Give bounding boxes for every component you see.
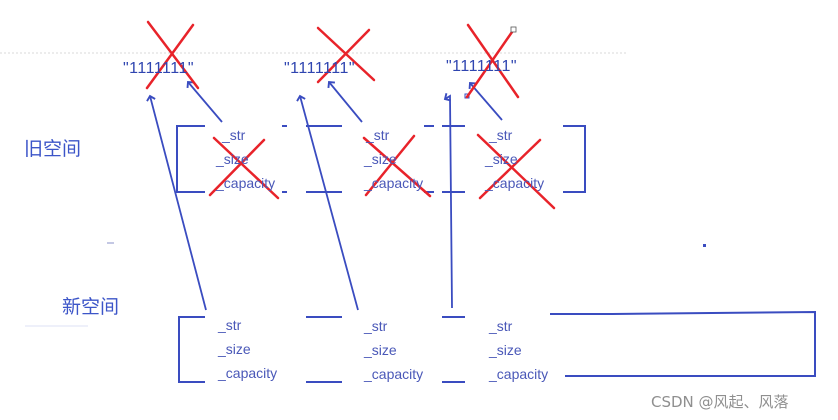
old-str-arrow-2 xyxy=(327,80,363,123)
new-member-str-2: _str xyxy=(364,318,388,334)
old-member-str-1: _str xyxy=(222,127,246,143)
cross-string-3 xyxy=(465,23,520,99)
new-space-brackets xyxy=(178,310,816,383)
new-member-str-3: _str xyxy=(489,318,513,334)
new-member-capacity-1: _capacity xyxy=(218,365,278,381)
string-literal-3: "1111111" xyxy=(446,58,518,75)
old-member-size-2: _size xyxy=(364,151,397,167)
new-member-size-3: _size xyxy=(489,342,522,358)
string-literal-1: "1111111" xyxy=(123,60,195,77)
cross-member-2 xyxy=(362,134,432,198)
old-member-str-2: _str xyxy=(366,127,390,143)
old-member-str-3: _str xyxy=(489,127,513,143)
string-literal-2: "1111111" xyxy=(284,60,356,77)
new-bracket-right-loop xyxy=(550,310,816,377)
old-str-arrows xyxy=(186,80,503,123)
string-crosses xyxy=(145,20,520,99)
new-member-capacity-3: _capacity xyxy=(489,366,549,382)
old-space-brackets xyxy=(176,125,586,193)
old-bracket-3-left xyxy=(442,125,465,193)
old-bracket-2-right xyxy=(424,125,434,193)
old-space-label: 旧空间 xyxy=(24,139,82,160)
new-str-arrow-3 xyxy=(443,93,453,309)
old-bracket-3-right xyxy=(563,125,586,193)
old-member-capacity-3: _capacity xyxy=(485,175,545,191)
new-member-size-2: _size xyxy=(364,342,397,358)
member-crosses xyxy=(208,133,556,210)
old-str-arrow-1 xyxy=(186,80,223,123)
watermark: CSDN @风起、风落 xyxy=(651,393,789,411)
cross-string-1 xyxy=(145,20,200,90)
cross-member-3 xyxy=(476,133,556,210)
old-member-capacity-1: _capacity xyxy=(216,175,276,191)
new-str-arrow-1 xyxy=(146,94,207,311)
new-member-str-1: _str xyxy=(218,317,242,333)
old-member-size-3: _size xyxy=(485,151,518,167)
old-str-arrow-3 xyxy=(468,81,503,121)
new-str-arrow-2 xyxy=(296,94,359,311)
cross-string-2 xyxy=(316,26,376,84)
handle-square-top xyxy=(510,26,517,33)
old-bracket-1-left xyxy=(176,125,205,193)
cross-member-1 xyxy=(208,136,280,200)
new-space-label: 新空间 xyxy=(62,297,120,318)
new-bracket-1-left xyxy=(178,316,205,383)
new-member-capacity-2: _capacity xyxy=(364,366,424,382)
new-member-size-1: _size xyxy=(218,341,251,357)
old-member-size-1: _size xyxy=(216,151,249,167)
old-member-capacity-2: _capacity xyxy=(364,175,424,191)
stray-mark-right xyxy=(703,244,706,247)
